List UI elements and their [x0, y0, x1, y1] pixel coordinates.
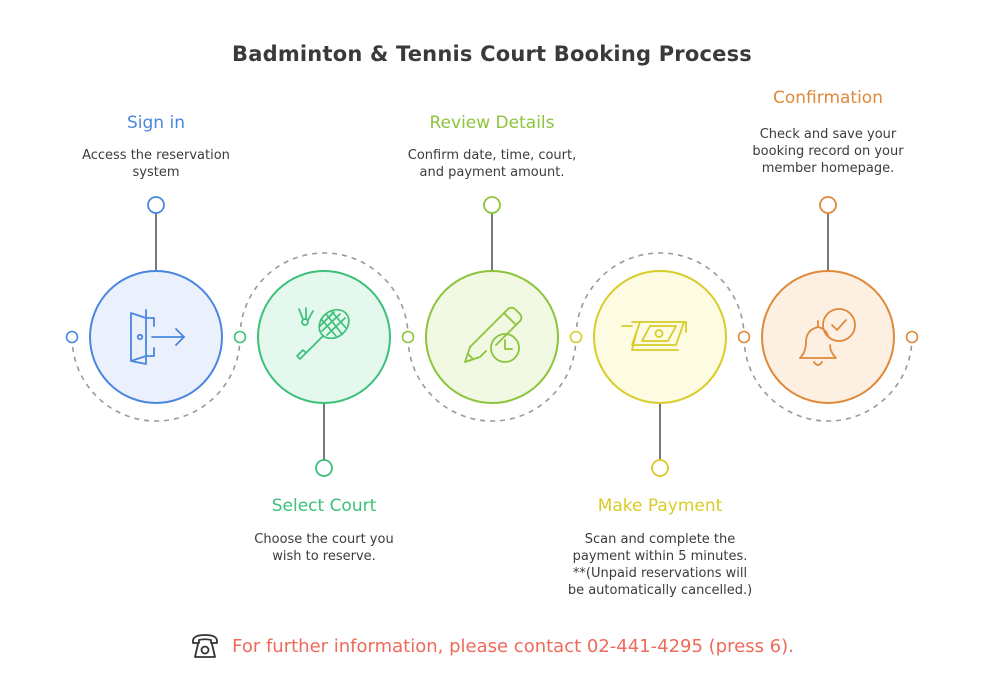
stem-dot-1 — [147, 196, 165, 214]
junction-dot-5 — [737, 330, 751, 344]
junction-dot-1 — [65, 330, 79, 344]
step-description-select-court: Choose the court you wish to reserve. — [254, 532, 394, 564]
step-title-make-payment: Make Payment — [597, 496, 723, 516]
pencil-clock-icon — [464, 306, 523, 363]
connector-arc-3 — [407, 336, 577, 422]
junction-dot-6 — [905, 330, 919, 344]
contact-info-text: For further information, please contact … — [232, 635, 794, 657]
junction-dot-4 — [569, 330, 583, 344]
connector-arc-4 — [575, 252, 745, 338]
step-title-select-court: Select Court — [271, 496, 377, 516]
page-title: Badminton & Tennis Court Booking Process — [232, 42, 752, 66]
cash-scan-icon — [621, 321, 687, 351]
junction-dot-3 — [401, 330, 415, 344]
footer-contact: For further information, please contact … — [0, 632, 984, 660]
stem-dot-2 — [315, 459, 333, 477]
step-title-sign-in: Sign in — [127, 113, 185, 133]
racket-shuttlecock-icon — [296, 307, 350, 360]
connector-arc-5 — [743, 336, 913, 422]
sign-in-door-icon — [130, 309, 185, 365]
connector-arc-2 — [239, 252, 409, 338]
step-description-review-details: Confirm date, time, court, and payment a… — [407, 148, 577, 180]
step-title-confirmation: Confirmation — [773, 88, 883, 108]
step-description-sign-in: Access the reservation system — [82, 148, 230, 180]
connector-arc-1 — [71, 336, 241, 422]
step-description-confirmation: Check and save your booking record on yo… — [752, 127, 904, 176]
step-circle-review-details — [425, 270, 559, 404]
telephone-icon — [192, 634, 219, 658]
junction-dot-2 — [233, 330, 247, 344]
step-description-make-payment: Scan and complete the payment within 5 m… — [567, 532, 753, 598]
stem-dot-3 — [483, 196, 501, 214]
stem-dot-5 — [819, 196, 837, 214]
step-title-review-details: Review Details — [429, 113, 555, 133]
bell-check-icon — [799, 308, 856, 366]
stem-dot-4 — [651, 459, 669, 477]
